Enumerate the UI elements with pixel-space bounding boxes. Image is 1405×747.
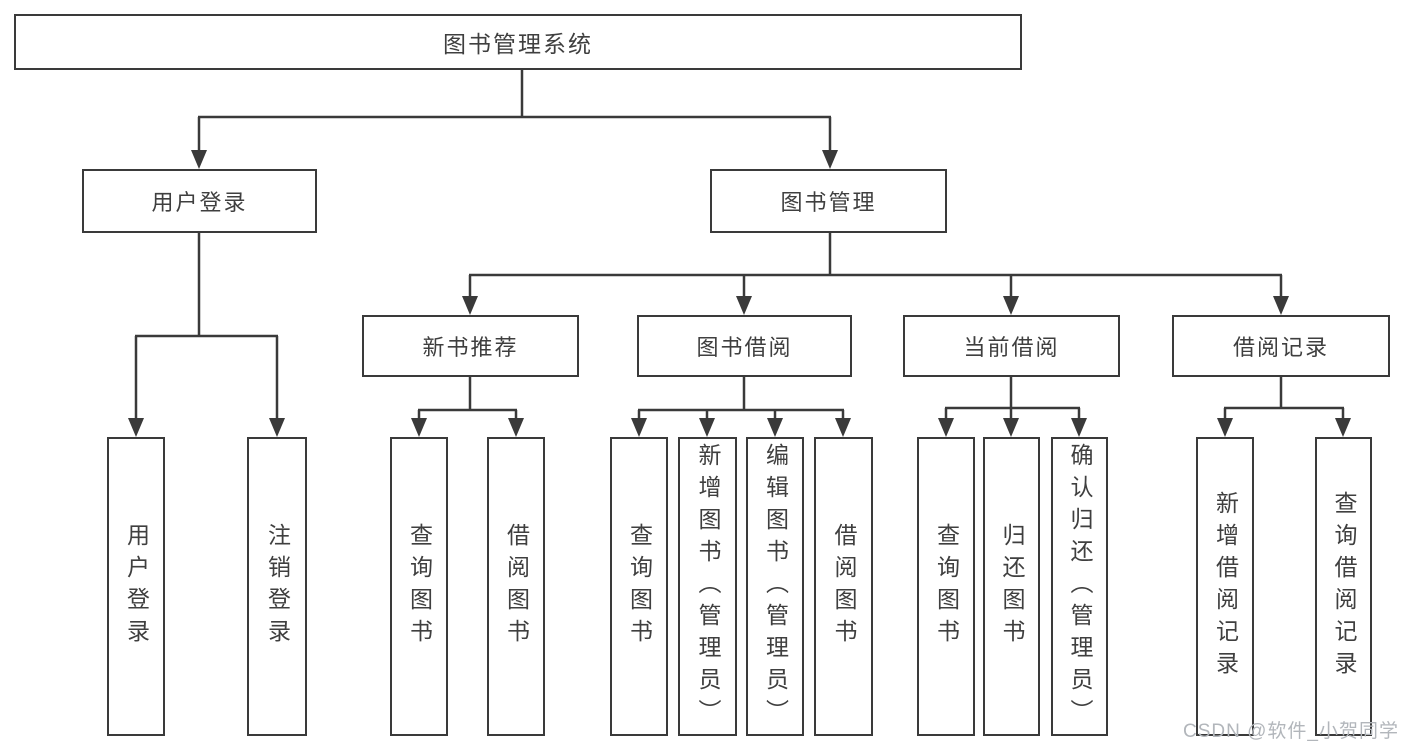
arrowhead-down-icon bbox=[1071, 418, 1087, 437]
node-borrow-records: 借阅记录 bbox=[1172, 315, 1390, 377]
arrowhead-down-icon bbox=[1217, 418, 1233, 437]
node-label-book-borrow: 图书借阅 bbox=[696, 335, 793, 360]
arrowhead-down-icon bbox=[767, 418, 783, 437]
arrowhead-down-icon bbox=[128, 418, 144, 437]
node-leaf-borrow-book-2: 借阅图书 bbox=[814, 437, 873, 736]
node-label-book-mgmt: 图书管理 bbox=[780, 190, 877, 215]
node-label-leaf-query-book-1: 查询图书 bbox=[406, 522, 433, 651]
node-leaf-query-book-3: 查询图书 bbox=[917, 437, 975, 736]
arrowhead-down-icon bbox=[191, 150, 207, 169]
arrowhead-down-icon bbox=[411, 418, 427, 437]
watermark: CSDN @软件_小贺同学 bbox=[1183, 721, 1399, 742]
node-label-leaf-borrow-book-2: 借阅图书 bbox=[831, 522, 857, 651]
arrowhead-down-icon bbox=[1003, 418, 1019, 437]
arrowhead-down-icon bbox=[699, 418, 715, 437]
node-label-leaf-edit-book: 编辑图书（管理员） bbox=[762, 442, 789, 731]
node-user-login: 用户登录 bbox=[82, 169, 317, 233]
arrowhead-down-icon bbox=[631, 418, 647, 437]
node-label-leaf-add-borrow-record: 新增借阅记录 bbox=[1212, 490, 1239, 683]
arrowhead-down-icon bbox=[1003, 296, 1019, 315]
arrowhead-down-icon bbox=[835, 418, 851, 437]
node-label-leaf-confirm-return: 确认归还（管理员） bbox=[1067, 442, 1093, 731]
node-leaf-query-book-1: 查询图书 bbox=[390, 437, 448, 736]
arrowhead-down-icon bbox=[1273, 296, 1289, 315]
node-label-borrow-records: 借阅记录 bbox=[1232, 335, 1329, 360]
node-book-mgmt: 图书管理 bbox=[710, 169, 947, 233]
node-label-leaf-logout: 注销登录 bbox=[264, 522, 291, 651]
node-label-leaf-return-book: 归还图书 bbox=[999, 522, 1025, 651]
node-leaf-confirm-return: 确认归还（管理员） bbox=[1051, 437, 1108, 736]
node-label-current-borrow: 当前借阅 bbox=[963, 335, 1060, 360]
node-leaf-add-borrow-record: 新增借阅记录 bbox=[1196, 437, 1254, 736]
node-label-leaf-query-book-2: 查询图书 bbox=[626, 522, 653, 651]
arrowhead-down-icon bbox=[462, 296, 478, 315]
node-leaf-user-login: 用户登录 bbox=[107, 437, 165, 736]
node-label-root: 图书管理系统 bbox=[443, 31, 593, 57]
node-leaf-return-book: 归还图书 bbox=[983, 437, 1040, 736]
node-book-borrow: 图书借阅 bbox=[637, 315, 852, 377]
node-leaf-add-book: 新增图书（管理员） bbox=[678, 437, 737, 736]
node-label-leaf-query-book-3: 查询图书 bbox=[933, 522, 960, 651]
node-current-borrow: 当前借阅 bbox=[903, 315, 1120, 377]
node-root: 图书管理系统 bbox=[14, 14, 1022, 70]
node-label-user-login: 用户登录 bbox=[151, 190, 248, 215]
node-leaf-query-borrow-record: 查询借阅记录 bbox=[1315, 437, 1372, 736]
arrowhead-down-icon bbox=[269, 418, 285, 437]
arrowhead-down-icon bbox=[1335, 418, 1351, 437]
arrowhead-down-icon bbox=[508, 418, 524, 437]
node-label-leaf-query-borrow-record: 查询借阅记录 bbox=[1331, 490, 1357, 683]
node-leaf-borrow-book-1: 借阅图书 bbox=[487, 437, 545, 736]
node-label-new-book-rec: 新书推荐 bbox=[422, 335, 519, 360]
node-leaf-query-book-2: 查询图书 bbox=[610, 437, 668, 736]
node-label-leaf-add-book: 新增图书（管理员） bbox=[695, 442, 721, 731]
arrowhead-down-icon bbox=[822, 150, 838, 169]
arrowhead-down-icon bbox=[736, 296, 752, 315]
node-label-leaf-user-login: 用户登录 bbox=[123, 522, 150, 651]
arrowhead-down-icon bbox=[938, 418, 954, 437]
node-leaf-edit-book: 编辑图书（管理员） bbox=[746, 437, 804, 736]
node-new-book-rec: 新书推荐 bbox=[362, 315, 579, 377]
node-leaf-logout: 注销登录 bbox=[247, 437, 307, 736]
node-label-leaf-borrow-book-1: 借阅图书 bbox=[503, 522, 530, 651]
